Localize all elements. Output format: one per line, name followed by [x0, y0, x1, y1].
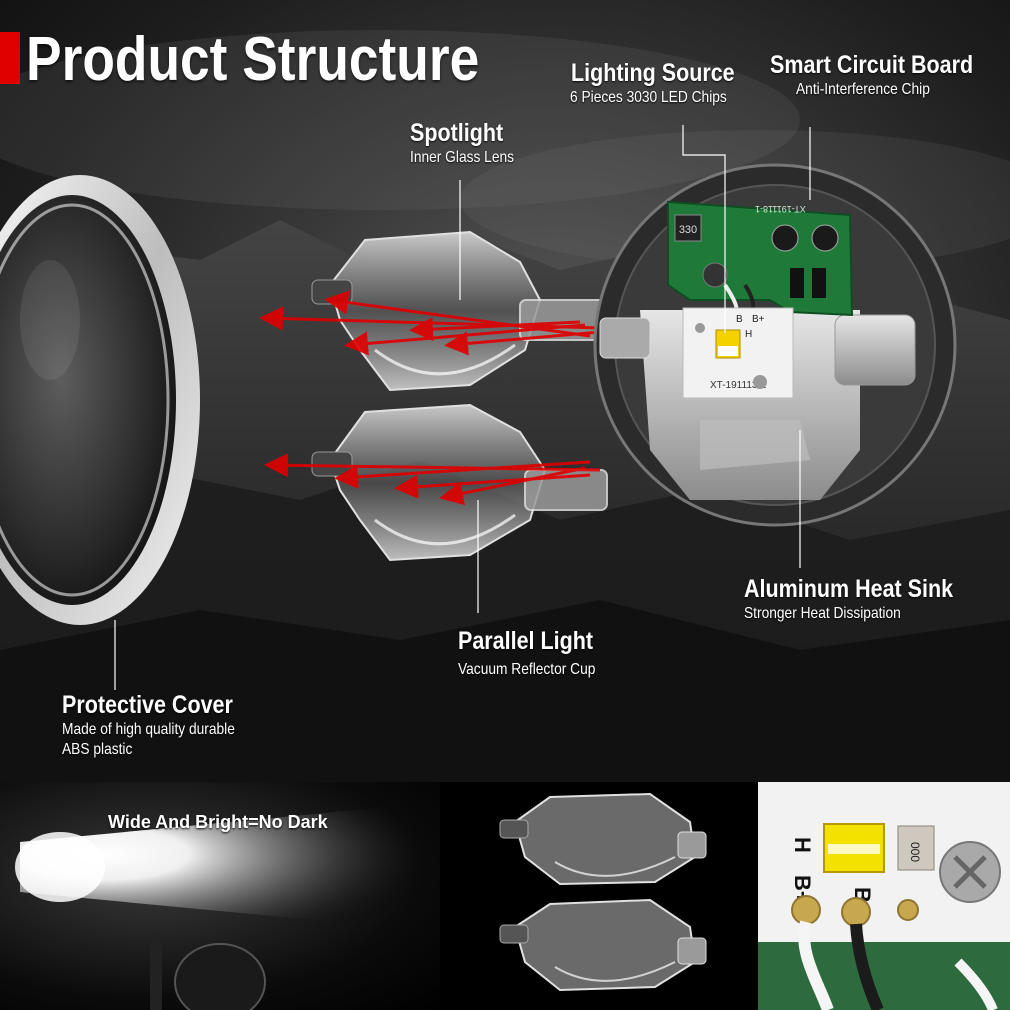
- closeup-h-label: H: [790, 837, 815, 853]
- label-spotlight-sub: Inner Glass Lens: [410, 149, 515, 166]
- label-lighting-source-sub: 6 Pieces 3030 LED Chips: [570, 89, 727, 106]
- beam-photo-panel: Wide And Bright=No Dark: [0, 782, 440, 1010]
- label-smart-circuit-board: Smart Circuit Board Anti-Interference Ch…: [770, 50, 1006, 100]
- inductor-label: 330: [679, 224, 697, 236]
- label-smart-board-sub: Anti-Interference Chip: [796, 81, 930, 98]
- led-chip-board: H B B+ XT-191113-2: [682, 307, 794, 399]
- reflector-cup-top: [499, 792, 707, 886]
- label-lighting-source-heading: Lighting Source: [571, 59, 735, 87]
- protective-cover-lens: [0, 175, 200, 625]
- beam-illustration: [15, 802, 440, 1010]
- label-heat-sink-heading: Aluminum Heat Sink: [744, 575, 954, 603]
- light-rays-lower: [264, 453, 601, 506]
- board-code-1: XT-191118-1: [755, 204, 806, 214]
- resistor-label: 000: [908, 842, 922, 862]
- smart-circuit-board: 330 XT-191118-1: [667, 200, 854, 321]
- pin-h-label: H: [745, 329, 752, 340]
- parallel-light-lens-lower: [311, 403, 608, 562]
- pin-b-label: B: [736, 314, 743, 325]
- label-heat-sink: Aluminum Heat Sink Stronger Heat Dissipa…: [744, 574, 987, 624]
- reflector-cups-panel: [440, 782, 758, 1010]
- reflector-cups-illustration: [499, 792, 707, 992]
- page-title: Product Structure: [26, 25, 480, 94]
- title-accent-bar: [0, 32, 20, 84]
- hero-panel: 330 XT-191118-1 H B B+ XT-191113-2: [0, 0, 1010, 782]
- label-heat-sink-sub: Stronger Heat Dissipation: [744, 605, 901, 622]
- label-protective-cover: Protective Cover Made of high quality du…: [62, 690, 263, 760]
- pin-bplus-label: B+: [752, 314, 765, 325]
- label-parallel-light-sub: Vacuum Reflector Cup: [458, 661, 596, 678]
- label-spotlight: Spotlight Inner Glass Lens: [410, 118, 531, 168]
- spotlight-lens-upper: [311, 230, 611, 392]
- label-smart-board-heading: Smart Circuit Board: [770, 51, 974, 79]
- exploded-view-illustration: 330 XT-191118-1 H B B+ XT-191113-2: [0, 30, 1010, 782]
- label-parallel-light: Parallel Light Vacuum Reflector Cup: [458, 626, 618, 680]
- label-lighting-source: Lighting Source 6 Pieces 3030 LED Chips: [570, 58, 761, 108]
- reflector-cup-bottom: [499, 898, 707, 992]
- leader-lines: [114, 125, 811, 690]
- led-closeup-illustration: 000 H B+ B: [758, 782, 1010, 1010]
- label-parallel-light-heading: Parallel Light: [458, 627, 594, 655]
- label-protective-cover-sub-1: Made of high quality durable: [62, 721, 235, 738]
- led-closeup-panel: 000 H B+ B: [758, 782, 1010, 1010]
- board-code-2: XT-191113-2: [710, 380, 767, 391]
- label-protective-cover-heading: Protective Cover: [62, 691, 233, 719]
- beam-caption: Wide And Bright=No Dark: [108, 812, 328, 832]
- label-protective-cover-sub-2: ABS plastic: [62, 741, 133, 758]
- label-spotlight-heading: Spotlight: [410, 119, 504, 147]
- light-rays-upper: [259, 290, 601, 356]
